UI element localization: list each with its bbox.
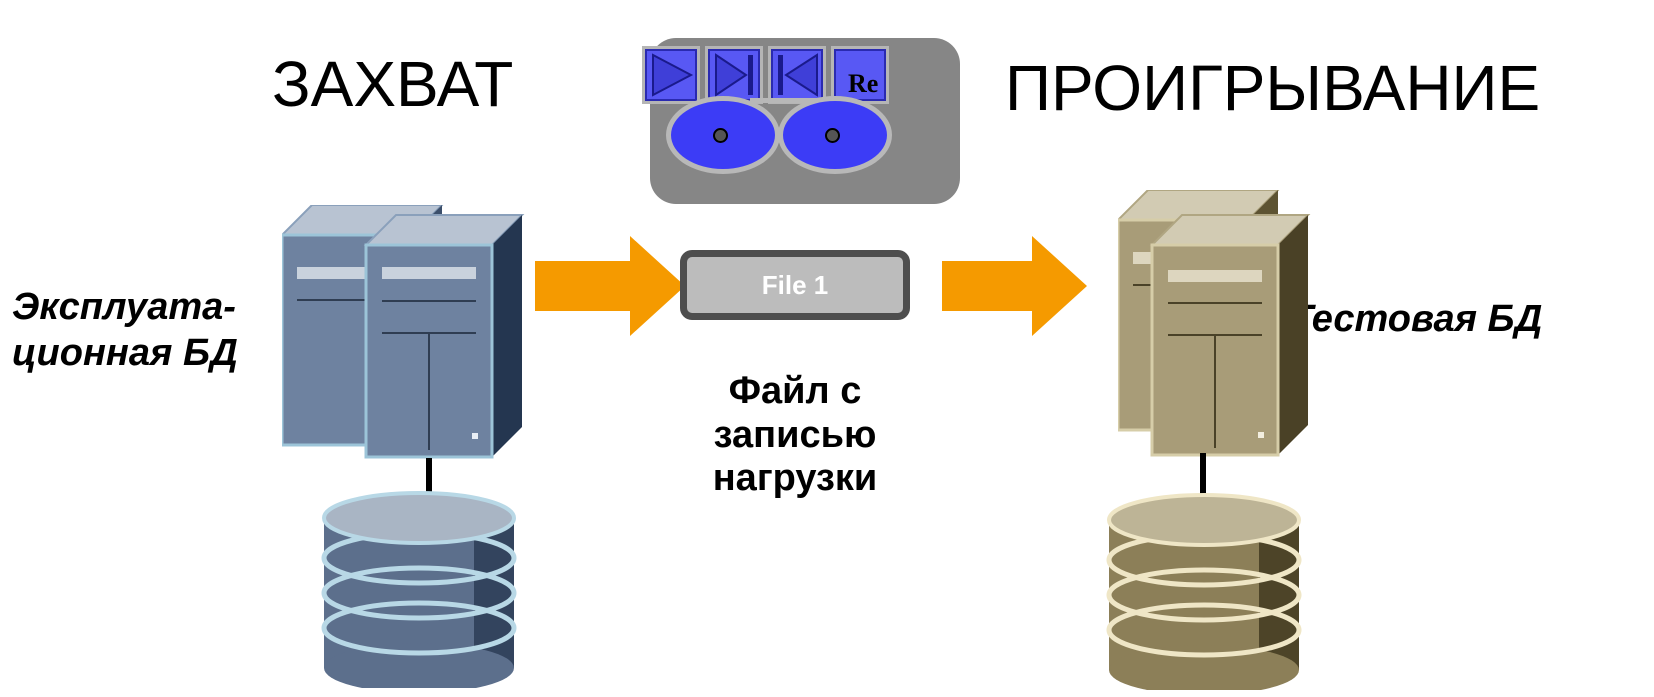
test-database-icon xyxy=(1106,493,1302,690)
production-database-icon xyxy=(321,491,517,688)
tape-line xyxy=(750,98,850,103)
next-button[interactable] xyxy=(705,46,763,104)
play-icon xyxy=(652,53,694,97)
test-connector xyxy=(1200,453,1206,501)
recorder-panel: Re c xyxy=(642,38,960,204)
production-connector xyxy=(426,458,432,496)
play-button[interactable] xyxy=(642,46,700,104)
file-caption-line2: записью xyxy=(713,413,877,456)
file-caption-line3: нагрузки xyxy=(712,457,878,500)
file-caption-line1: Файл с xyxy=(728,370,862,412)
record-icon: Re xyxy=(834,49,886,101)
skip-back-icon xyxy=(778,53,818,97)
replay-title: ПРОИГРЫВАНИЕ xyxy=(1005,52,1541,124)
arrow-to-file xyxy=(535,236,685,336)
production-db-label: Эксплуата- ционная БД xyxy=(12,284,238,377)
file-caption: Файл с записью нагрузки xyxy=(660,370,930,501)
record-button[interactable]: Re xyxy=(831,46,889,104)
test-servers-icon xyxy=(1118,190,1311,457)
production-db-label-line2: ционная БД xyxy=(12,332,238,375)
production-servers-icon xyxy=(282,205,525,459)
test-db-label: Тестовая БД xyxy=(1290,298,1543,340)
production-db-label-line1: Эксплуата- xyxy=(12,286,236,328)
left-reel-hub xyxy=(713,128,728,143)
file-label: File 1 xyxy=(761,269,829,300)
previous-button[interactable] xyxy=(768,46,826,104)
workload-file: File 1 xyxy=(680,250,910,320)
right-reel-hub xyxy=(825,128,840,143)
skip-forward-icon xyxy=(715,53,753,97)
arrow-to-test xyxy=(942,236,1087,336)
capture-title: ЗАХВАТ xyxy=(272,48,514,120)
record-label-line1: Re xyxy=(848,69,879,98)
